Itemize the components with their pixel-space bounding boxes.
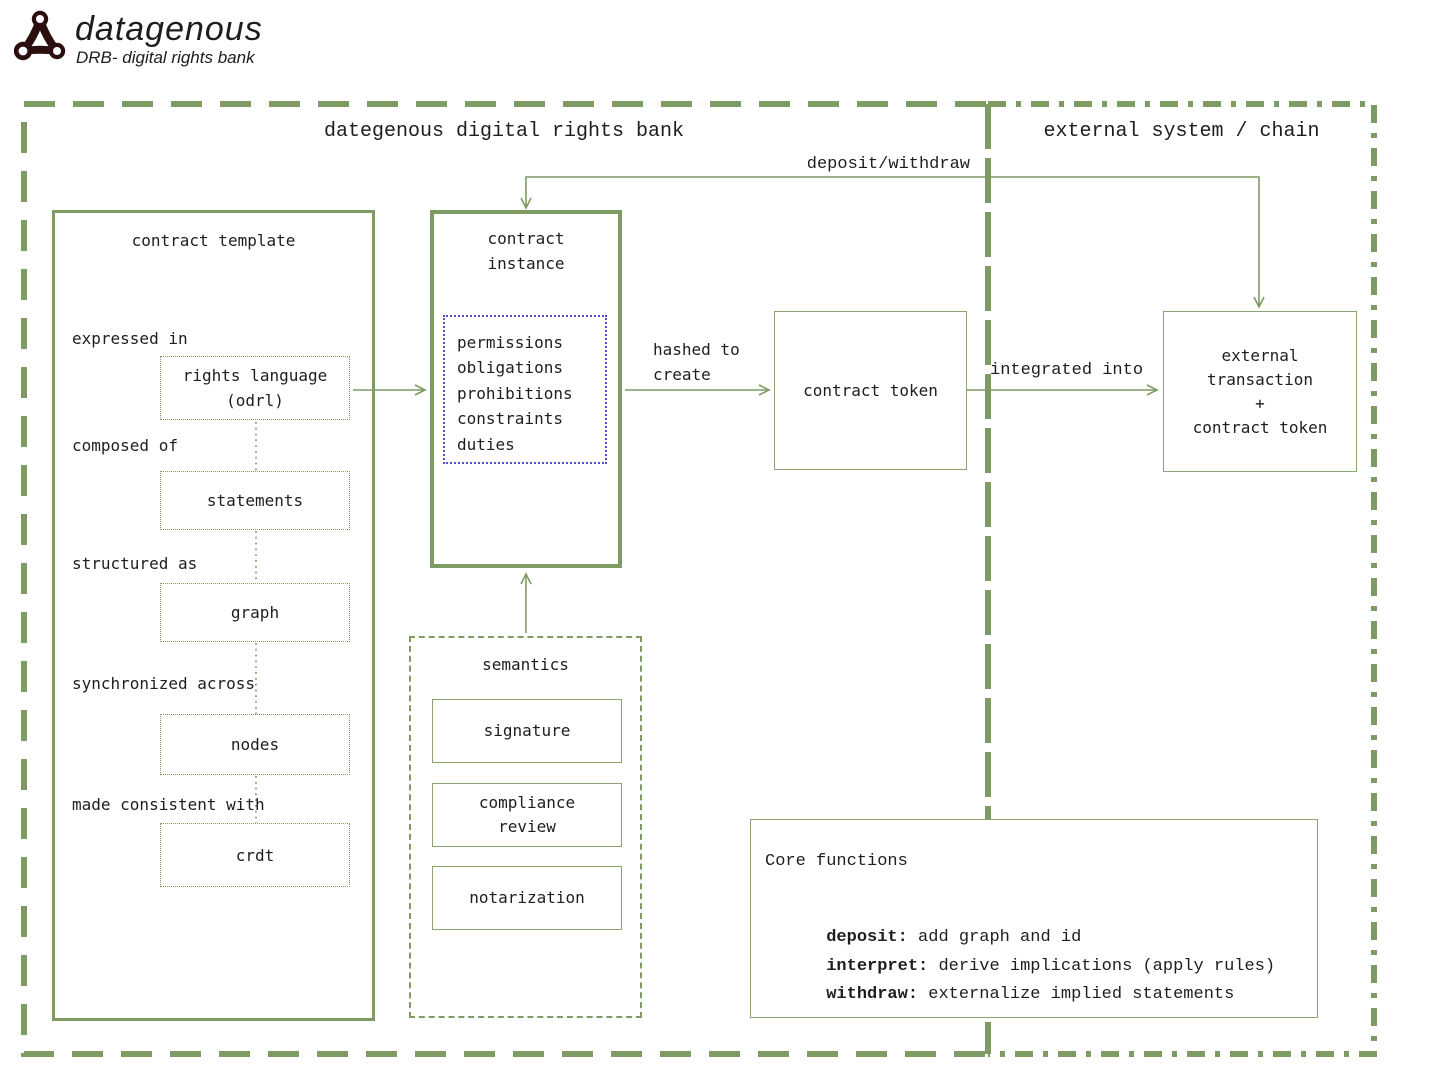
section-title-external: external system / chain [1043, 120, 1320, 143]
core-functions-box: Core functions deposit: add graph and id… [750, 819, 1318, 1018]
core-function-deposit: deposit: add graph and id [765, 909, 1081, 966]
contract-instance-components: permissions obligations prohibitions con… [443, 315, 607, 464]
node-nodes: nodes [160, 714, 350, 775]
core-function-interpret-keyword: interpret: [826, 957, 929, 976]
datagenous-logo-icon [14, 10, 66, 61]
brand-name: datagenous [75, 10, 263, 48]
core-function-deposit-keyword: deposit: [826, 928, 908, 947]
label-hashed-to-create: hashed to create [653, 340, 740, 384]
core-function-withdraw-description: externalize implied statements [918, 985, 1235, 1004]
label-integrated-into: integrated into [990, 361, 1144, 380]
relation-structured-as: structured as [72, 554, 198, 573]
section-title-bank: dategenous digital rights bank [323, 120, 685, 143]
relation-expressed-in: expressed in [72, 329, 188, 348]
core-function-interpret: interpret: derive implications (apply ru… [765, 938, 1275, 995]
node-graph: graph [160, 583, 350, 642]
core-functions-title: Core functions [765, 852, 908, 871]
semantics-item-signature: signature [432, 699, 622, 763]
core-function-interpret-description: derive implications (apply rules) [928, 957, 1276, 976]
relation-made-consistent-with: made consistent with [72, 795, 265, 814]
relation-synchronized-across: synchronized across [72, 674, 256, 693]
contract-token-box: contract token [774, 311, 967, 470]
arrow-deposit-withdraw [520, 176, 1265, 309]
brand-tagline: DRB- digital rights bank [76, 48, 255, 67]
outer-border-external-section [988, 101, 1377, 1057]
core-function-withdraw-keyword: withdraw: [826, 985, 919, 1004]
semantics-title: semantics [482, 655, 569, 674]
contract-instance-title: contract instance [487, 229, 565, 273]
node-rights-language: rights language (odrl) [160, 356, 350, 420]
outer-border-bank-section [21, 101, 986, 1057]
semantics-box: semantics signature compliance review no… [409, 636, 642, 1018]
relation-composed-of: composed of [72, 436, 178, 455]
contract-template-box: contract template expressed in rights la… [52, 210, 375, 1021]
contract-instance-box: contract instance permissions obligation… [430, 210, 622, 568]
label-deposit-withdraw: deposit/withdraw [806, 155, 970, 174]
node-crdt: crdt [160, 823, 350, 887]
core-function-withdraw: withdraw: externalize implied statements [765, 966, 1234, 1023]
semantics-item-compliance-review: compliance review [432, 783, 622, 847]
node-statements: statements [160, 471, 350, 530]
contract-template-title: contract template [131, 231, 296, 250]
semantics-item-notarization: notarization [432, 866, 622, 930]
core-function-deposit-description: add graph and id [907, 928, 1082, 947]
external-transaction-box: external transaction + contract token [1163, 311, 1357, 472]
